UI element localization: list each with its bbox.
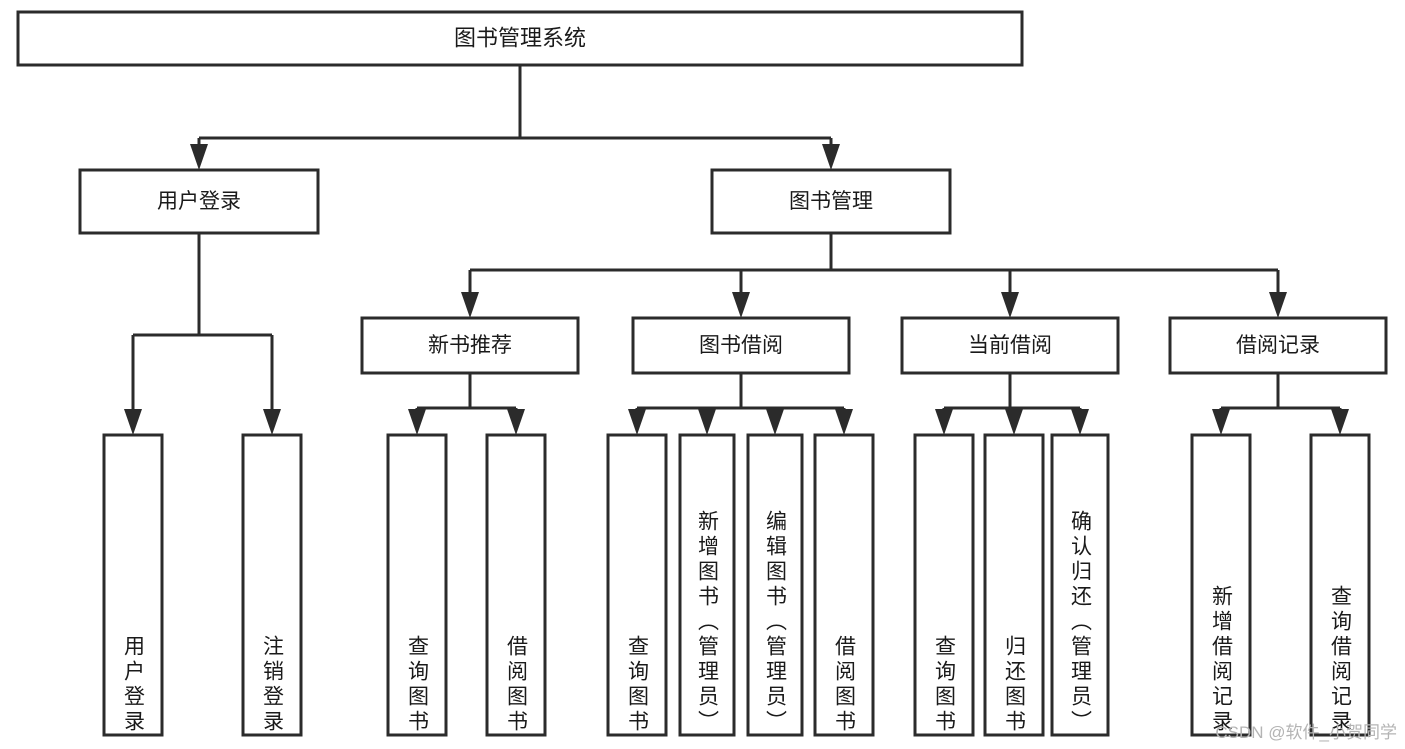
node-box-user-login: [78, 168, 320, 235]
leaf-link-leaf-user-logout-arrow: [263, 409, 281, 435]
node-box-leaf-query-book-1: [386, 433, 448, 737]
node-box-borrow-record: [1168, 316, 1388, 375]
level3-new-book-rec-arrow: [461, 292, 479, 318]
leaf-link-leaf-borrow-book-2-arrow: [835, 409, 853, 435]
node-box-leaf-query-book-3: [913, 433, 975, 737]
node-box-leaf-user-login: [102, 433, 164, 737]
node-box-leaf-return-book: [983, 433, 1045, 737]
node-label-user-login: 用户登录: [157, 190, 241, 213]
node-label-book-borrow: 图书借阅: [699, 334, 783, 357]
node-box-leaf-edit-book: [746, 433, 804, 737]
node-box-book-borrow: [631, 316, 851, 375]
node-box-current-borrow: [900, 316, 1120, 375]
level2-book-manage-arrow: [822, 144, 840, 170]
node-box-leaf-borrow-book-2: [813, 433, 875, 737]
node-box-leaf-user-logout: [241, 433, 303, 737]
node-label-new-book-rec: 新书推荐: [428, 334, 512, 357]
node-label-borrow-record: 借阅记录: [1236, 334, 1320, 357]
node-box-book-manage: [710, 168, 952, 235]
leaf-link-leaf-query-book-3-arrow: [935, 409, 953, 435]
node-label-book-manage: 图书管理: [789, 190, 873, 213]
leaf-link-leaf-query-book-2-arrow: [628, 409, 646, 435]
connector-layer: [124, 65, 1349, 435]
leaf-link-leaf-return-book-arrow: [1005, 409, 1023, 435]
watermark-text: CSDN @软件_小贺同学: [1215, 723, 1397, 742]
level3-borrow-record-arrow: [1269, 292, 1287, 318]
node-box-leaf-query-record: [1309, 433, 1371, 737]
node-box-layer: [16, 10, 1388, 737]
leaf-link-leaf-user-login-arrow: [124, 409, 142, 435]
leaf-link-leaf-query-book-1-arrow: [408, 409, 426, 435]
leaf-link-leaf-add-book-arrow: [698, 409, 716, 435]
node-box-leaf-query-book-2: [606, 433, 668, 737]
node-box-leaf-confirm-return: [1050, 433, 1110, 737]
node-box-new-book-rec: [360, 316, 580, 375]
node-box-leaf-add-record: [1190, 433, 1252, 737]
level3-book-borrow-arrow: [732, 292, 750, 318]
leaf-link-leaf-borrow-book-1-arrow: [507, 409, 525, 435]
root-node-label: 图书管理系统: [454, 25, 586, 50]
level2-user-login-arrow: [190, 144, 208, 170]
node-box-leaf-add-book: [678, 433, 736, 737]
node-label-current-borrow: 当前借阅: [968, 334, 1052, 357]
leaf-link-leaf-query-record-arrow: [1331, 409, 1349, 435]
root-node-box: [16, 10, 1024, 67]
node-box-leaf-borrow-book-1: [485, 433, 547, 737]
level3-current-borrow-arrow: [1001, 292, 1019, 318]
leaf-link-leaf-edit-book-arrow: [766, 409, 784, 435]
leaf-link-leaf-add-record-arrow: [1212, 409, 1230, 435]
leaf-link-leaf-confirm-return-arrow: [1071, 409, 1089, 435]
